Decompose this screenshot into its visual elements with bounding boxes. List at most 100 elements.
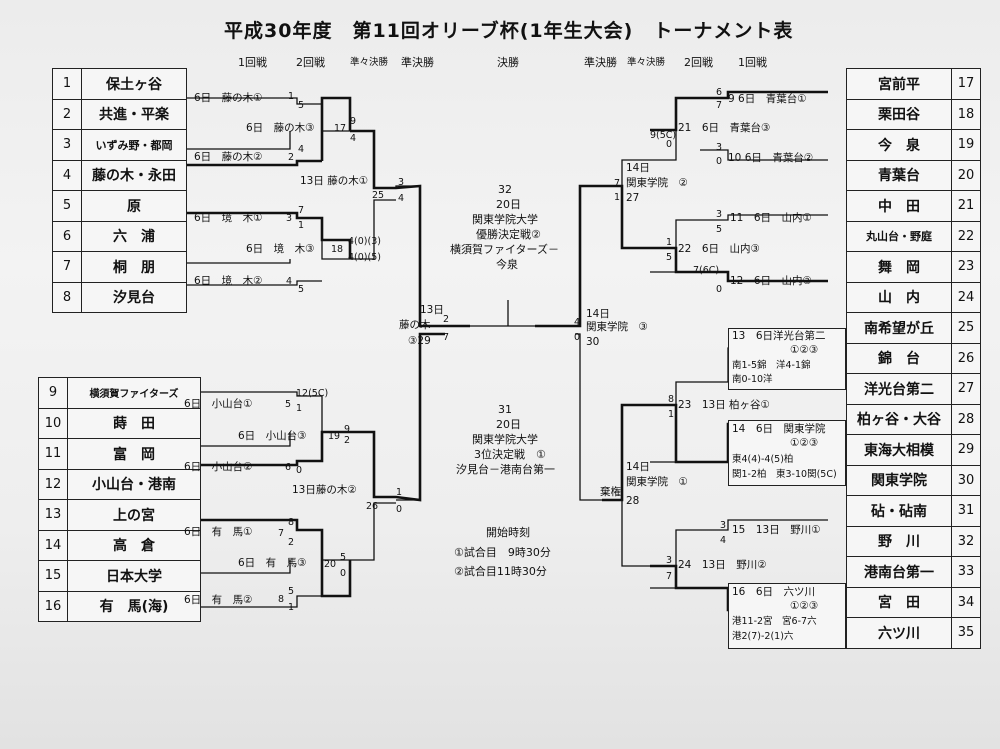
- score: 19: [328, 431, 341, 442]
- team-number: 20: [951, 159, 981, 191]
- team-name: 高 倉: [67, 529, 201, 561]
- start-time-title: 開始時刻: [486, 526, 530, 539]
- team-name: 港南台第一: [846, 556, 952, 588]
- score: 2: [443, 314, 450, 325]
- match-label: 12 6日 山内②: [730, 275, 812, 287]
- score: 4: [350, 133, 357, 144]
- score: 5: [716, 224, 723, 235]
- team-number: 31: [951, 495, 981, 527]
- team-name: 六ツ川: [846, 617, 952, 649]
- score: 0: [716, 156, 723, 167]
- team-name: 日本大学: [67, 560, 201, 592]
- match-label: 13日 藤の木①: [300, 175, 369, 187]
- score: 9(5C): [650, 130, 677, 141]
- team-number: 13: [38, 499, 68, 531]
- score: 9: [350, 116, 357, 127]
- qf-score: 27: [626, 192, 640, 204]
- match-label: 9 6日 青葉台①: [728, 93, 807, 105]
- score: 7: [666, 571, 673, 582]
- team-number: 35: [951, 617, 981, 649]
- team-name: 宮前平: [846, 68, 952, 100]
- header-left-r1: 1回戦: [238, 56, 267, 69]
- match-label: 6日 境 木②: [194, 275, 263, 287]
- match-code: ①②③: [790, 437, 819, 449]
- team-name: 保土ヶ谷: [81, 68, 187, 100]
- score: 3: [716, 142, 723, 153]
- score: 6: [716, 87, 723, 98]
- team-name: 砧・砧南: [846, 495, 952, 527]
- match-results: 関1-2柏 東3-10関(5C): [732, 469, 837, 480]
- score: 7(6C): [693, 265, 720, 276]
- match-label: 10 6日 青葉台②: [728, 152, 814, 164]
- score: 1: [288, 91, 295, 102]
- score: 3: [720, 520, 727, 531]
- match-label: 22 6日 山内③: [678, 243, 760, 255]
- team-name: いずみ野・都岡: [81, 129, 187, 161]
- match-label: 6日 有 馬③: [238, 557, 307, 569]
- team-number: 4: [52, 159, 82, 191]
- team-number: 1: [52, 68, 82, 100]
- match-label: 6日 境 木③: [246, 243, 315, 255]
- sf-venue: 関東学院 ③: [586, 321, 648, 333]
- team-number: 7: [52, 251, 82, 283]
- score: 1: [614, 192, 621, 203]
- final-name: 優勝決定戦②: [476, 228, 541, 241]
- team-name: 舞 岡: [846, 251, 952, 283]
- team-number: 10: [38, 407, 68, 439]
- score: 1: [296, 403, 303, 414]
- score: 5: [298, 284, 305, 295]
- semifinal-venue: 藤の木: [399, 319, 431, 331]
- match-label: 6日 境 木①: [194, 212, 263, 224]
- qf-venue: 関東学院 ②: [626, 177, 688, 189]
- match-label: 11 6日 山内①: [730, 212, 812, 224]
- round-robin-box-16: [728, 583, 846, 649]
- header-right-r2: 2回戦: [684, 56, 713, 69]
- team-name: 桐 朋: [81, 251, 187, 283]
- score: 4: [720, 535, 727, 546]
- team-number: 3: [52, 129, 82, 161]
- round-robin-box-13: [728, 328, 846, 390]
- team-number: 2: [52, 98, 82, 130]
- qf-date: 14日: [626, 461, 650, 473]
- team-number: 22: [951, 220, 981, 252]
- score: 2: [344, 435, 351, 446]
- team-name: 上の宮: [67, 499, 201, 531]
- qf-score: 28: [626, 495, 640, 507]
- match-label: 15 13日 野川①: [732, 524, 821, 536]
- score: 7: [443, 332, 450, 343]
- qf-venue: 関東学院 ①: [626, 476, 688, 488]
- score: 2: [288, 152, 295, 163]
- score: 3: [398, 177, 405, 188]
- team-number: 32: [951, 525, 981, 557]
- score: 5: [340, 552, 347, 563]
- score: 25: [372, 190, 385, 201]
- score: 5: [666, 252, 673, 263]
- match-code: ①②③: [790, 344, 819, 356]
- score: 8: [288, 517, 295, 528]
- semifinal-code: ③29: [408, 335, 431, 347]
- team-name: 栗田谷: [846, 98, 952, 130]
- team-name: 山 内: [846, 281, 952, 313]
- header-right-sf: 準決勝: [584, 56, 617, 69]
- score: 0: [296, 465, 303, 476]
- match-label: 14 6日 関東学院: [732, 423, 826, 435]
- team-name: 中 田: [846, 190, 952, 222]
- team-number: 14: [38, 529, 68, 561]
- team-number: 23: [951, 251, 981, 283]
- team-name: 丸山台・野庭: [846, 220, 952, 252]
- score: 7: [614, 178, 621, 189]
- team-number: 34: [951, 586, 981, 618]
